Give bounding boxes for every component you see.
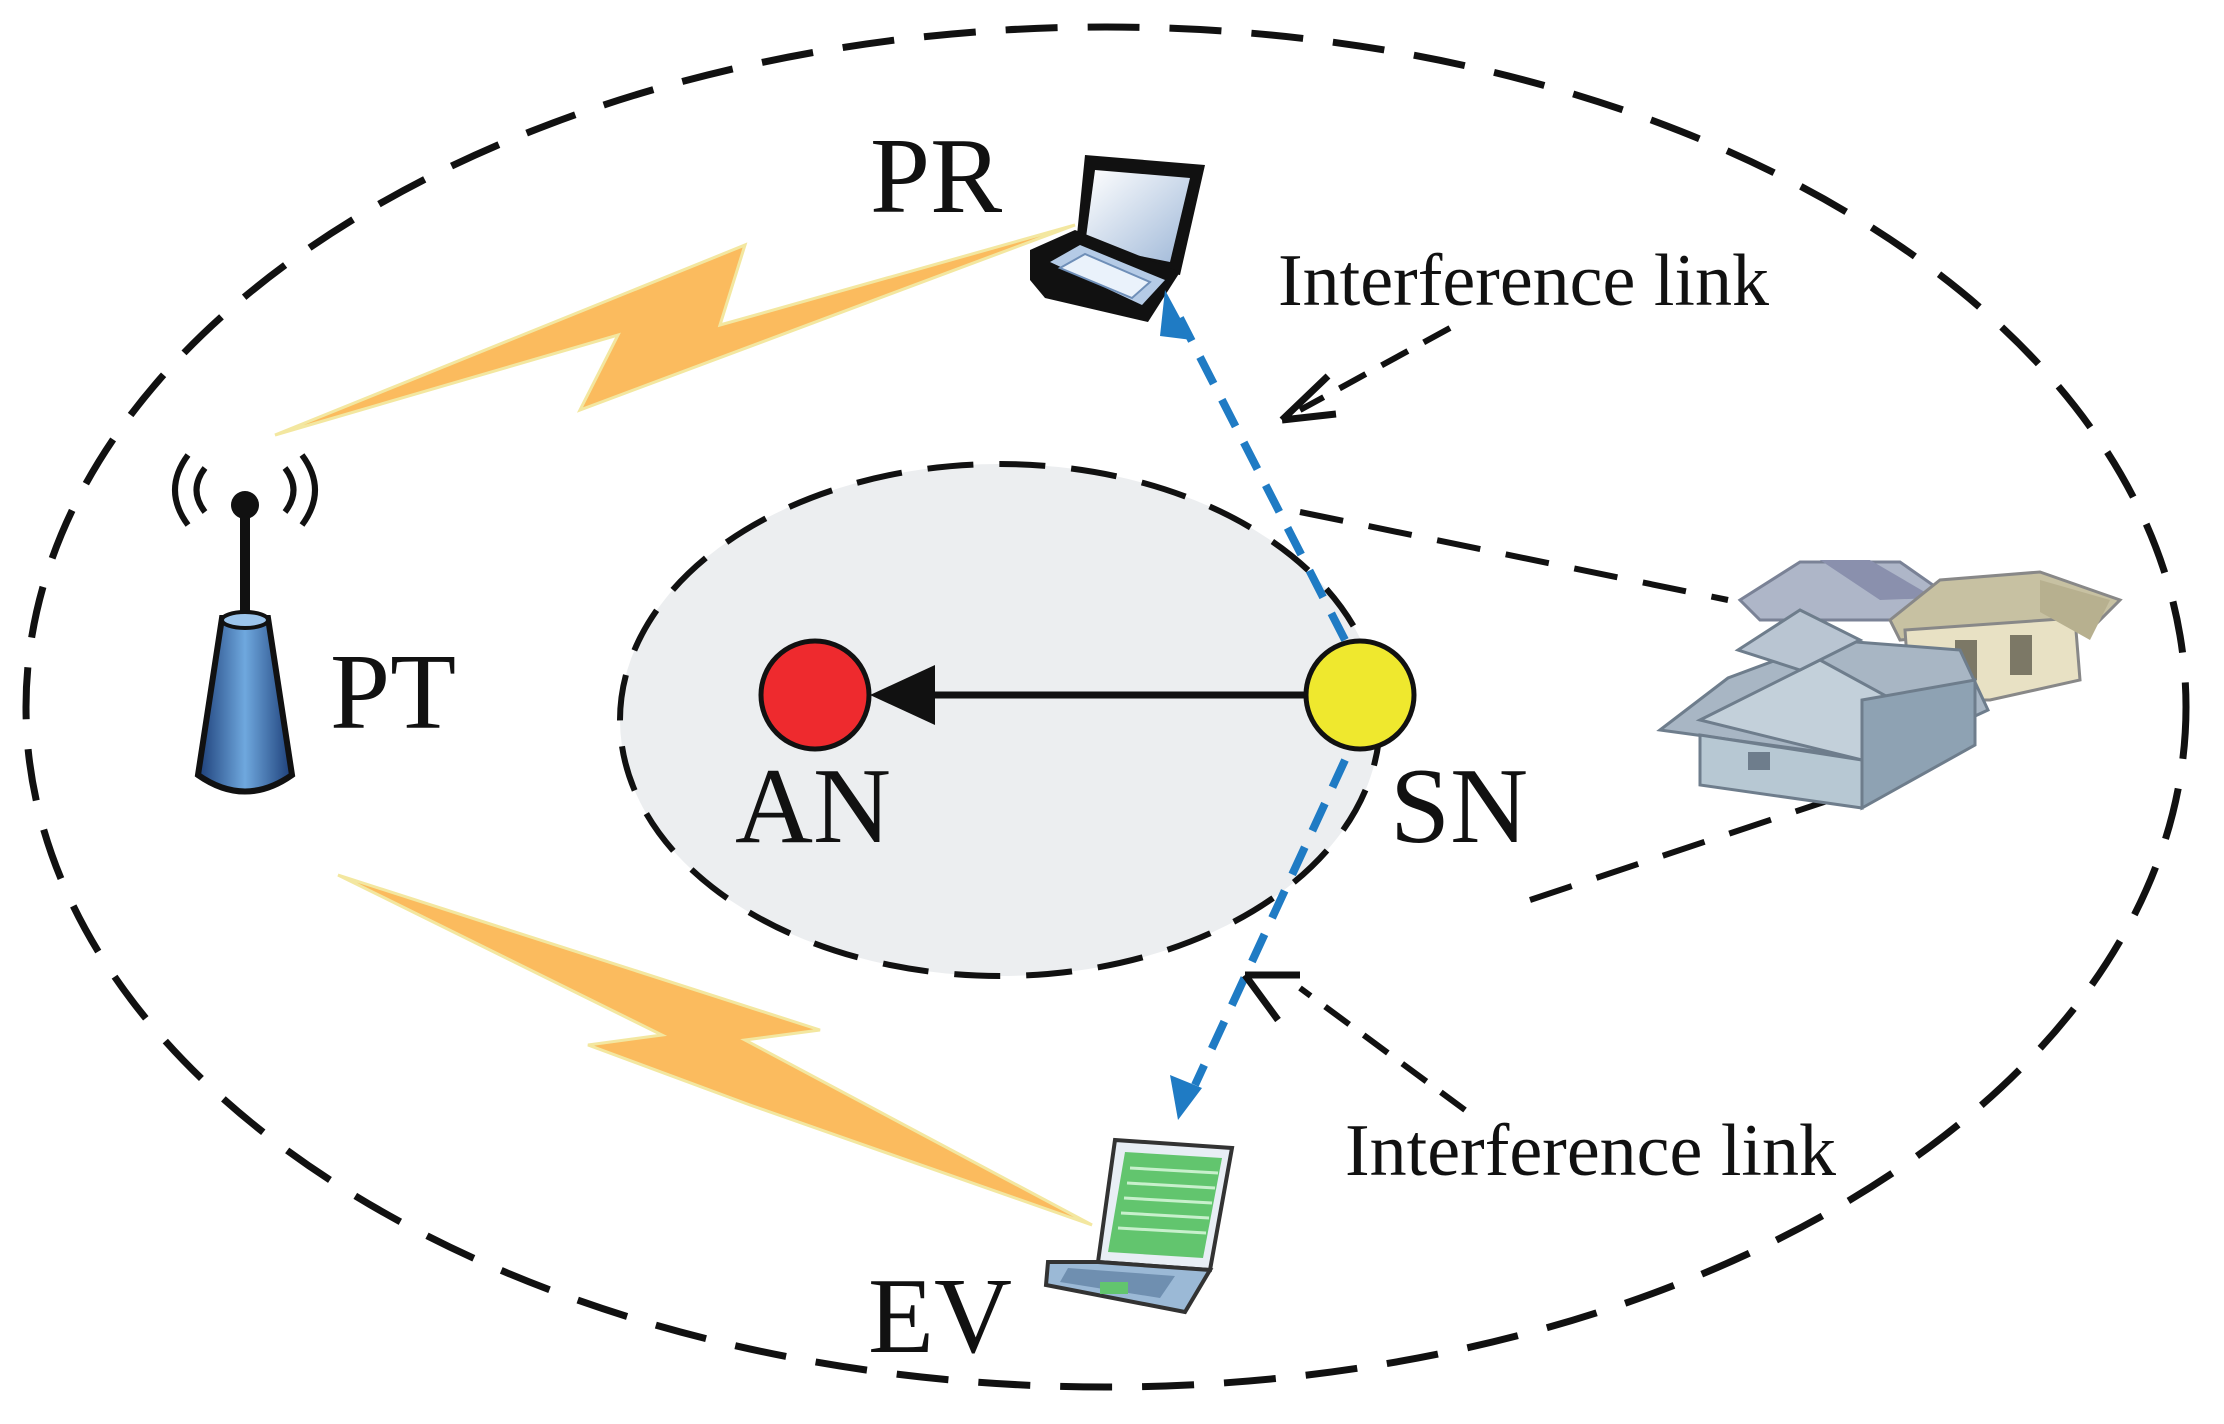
pt-pr-wireless-link	[274, 223, 1076, 437]
interference-link-label-bottom: Interference link	[1345, 1110, 1836, 1192]
pt-ev-wireless-link	[337, 873, 1093, 1227]
zone-callout-top	[1299, 509, 1729, 603]
outer-coverage-ellipse	[22, 23, 2190, 1391]
sn-ev-interference-link	[1170, 758, 1349, 1120]
sn-node	[1303, 638, 1417, 752]
laptop-icon	[1030, 155, 1205, 322]
base-station-antenna-icon	[172, 453, 318, 795]
pt-label: PT	[330, 633, 456, 752]
green-screen-laptop-icon	[1043, 1137, 1235, 1315]
an-node	[758, 638, 872, 752]
interference-pointer-top	[1279, 325, 1452, 424]
sn-label: SN	[1390, 747, 1528, 866]
sn-pr-interference-link	[1160, 290, 1349, 642]
houses-icon	[1656, 560, 2123, 811]
interference-link-label-top: Interference link	[1278, 240, 1769, 322]
ev-label: EV	[868, 1257, 1012, 1376]
pr-label: PR	[870, 117, 1002, 236]
sn-to-an-link	[870, 665, 1305, 725]
interference-pointer-bottom	[1242, 971, 1467, 1113]
inner-zone-ellipse	[617, 461, 1383, 979]
an-label: AN	[735, 747, 891, 866]
zone-callout-bottom	[1529, 797, 1831, 903]
